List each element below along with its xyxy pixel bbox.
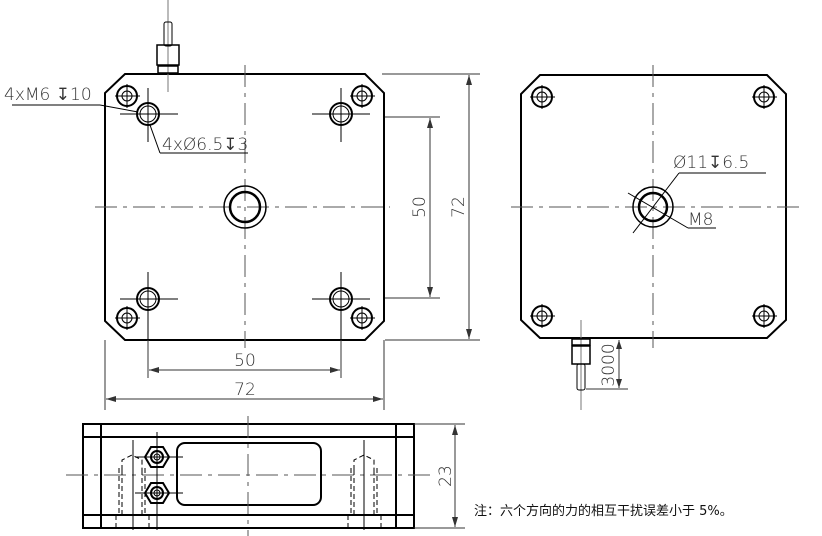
top-view-outline [104, 73, 385, 341]
bottom-view-outline [520, 74, 787, 339]
dim-50-vertical: 50 [410, 196, 430, 218]
cable-connector-bottom [571, 320, 591, 410]
dim-50-horizontal: 50 [234, 351, 256, 371]
side-view: 23 [66, 416, 465, 536]
cable-connector-top [156, 0, 180, 92]
callout-center-thread: M8 [688, 210, 713, 230]
center-hole-inner [228, 190, 262, 224]
center-bore [632, 186, 674, 228]
center-hole-outer [223, 185, 267, 229]
side-window [176, 442, 322, 506]
m6-holes [115, 84, 375, 330]
note-text: 注：六个方向的力的相互干扰误差小于 5%。 [474, 504, 733, 519]
bottom-view: Ø11↧6.5 M8 3000 [511, 65, 800, 410]
bottom-corner-holes [530, 85, 777, 328]
hex-nuts [135, 432, 183, 530]
top-view: 4xM6 ↧10 4xØ6.5↧3 50 72 50 72 [4, 0, 480, 410]
callout-counterbore: 4xØ6.5↧3 [162, 135, 248, 155]
dim-cable-length: 3000 [599, 343, 619, 386]
callout-center-bore: Ø11↧6.5 [673, 153, 749, 173]
dim-72-horizontal: 72 [234, 380, 256, 400]
counterbore-holes [120, 88, 370, 348]
callout-m6: 4xM6 ↧10 [4, 85, 92, 105]
dim-height: 23 [436, 465, 456, 487]
hidden-holes [115, 440, 382, 530]
dim-72-vertical: 72 [449, 196, 469, 218]
center-thread [637, 191, 669, 223]
